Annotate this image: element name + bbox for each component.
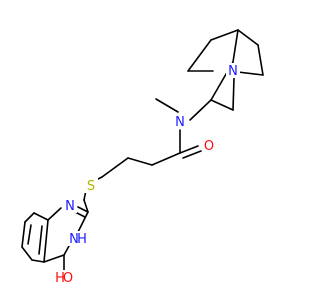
bond xyxy=(187,39,212,72)
bond xyxy=(232,77,235,111)
bond xyxy=(237,71,264,76)
label-bg xyxy=(202,138,216,153)
bond xyxy=(63,245,70,256)
label-bg xyxy=(226,63,240,78)
atom-s: S xyxy=(87,179,95,194)
bond xyxy=(179,145,199,154)
atom-n-amide: N xyxy=(175,115,185,130)
atom-n3: N xyxy=(69,232,79,247)
bond xyxy=(24,212,35,223)
bond xyxy=(210,99,234,111)
atom-h-n3: H xyxy=(77,232,87,247)
bond xyxy=(43,219,49,263)
label-bg xyxy=(84,178,98,193)
atom-o-carbonyl: O xyxy=(204,139,214,154)
structure-diagram: N N O S N N H O H xyxy=(21,29,264,286)
bond xyxy=(31,259,45,263)
atom-n1: N xyxy=(65,199,75,214)
bond xyxy=(101,157,129,178)
atom-h-o-ring: H xyxy=(55,271,65,286)
label-bg xyxy=(61,231,87,246)
bond xyxy=(21,246,33,261)
bond xyxy=(257,44,264,76)
bond xyxy=(182,150,202,159)
bond xyxy=(127,157,153,166)
bond xyxy=(210,29,239,41)
bond xyxy=(38,225,43,255)
bond xyxy=(155,98,179,113)
bond xyxy=(151,152,181,166)
label-bg xyxy=(173,114,187,129)
bond xyxy=(43,254,65,263)
bond xyxy=(232,29,239,63)
atom-o-ring: O xyxy=(63,271,73,286)
bond xyxy=(47,207,62,221)
label-bg xyxy=(51,270,77,285)
bond xyxy=(27,224,32,245)
bond xyxy=(189,99,212,121)
atom-n-bridgehead: N xyxy=(228,64,238,79)
bond xyxy=(237,29,259,46)
atom-set: N N O S N N H O H xyxy=(51,63,240,286)
bond xyxy=(83,199,89,213)
bond xyxy=(21,221,26,248)
bond xyxy=(33,212,49,221)
bond xyxy=(77,206,89,213)
bond xyxy=(77,211,89,233)
label-bg xyxy=(63,198,77,213)
